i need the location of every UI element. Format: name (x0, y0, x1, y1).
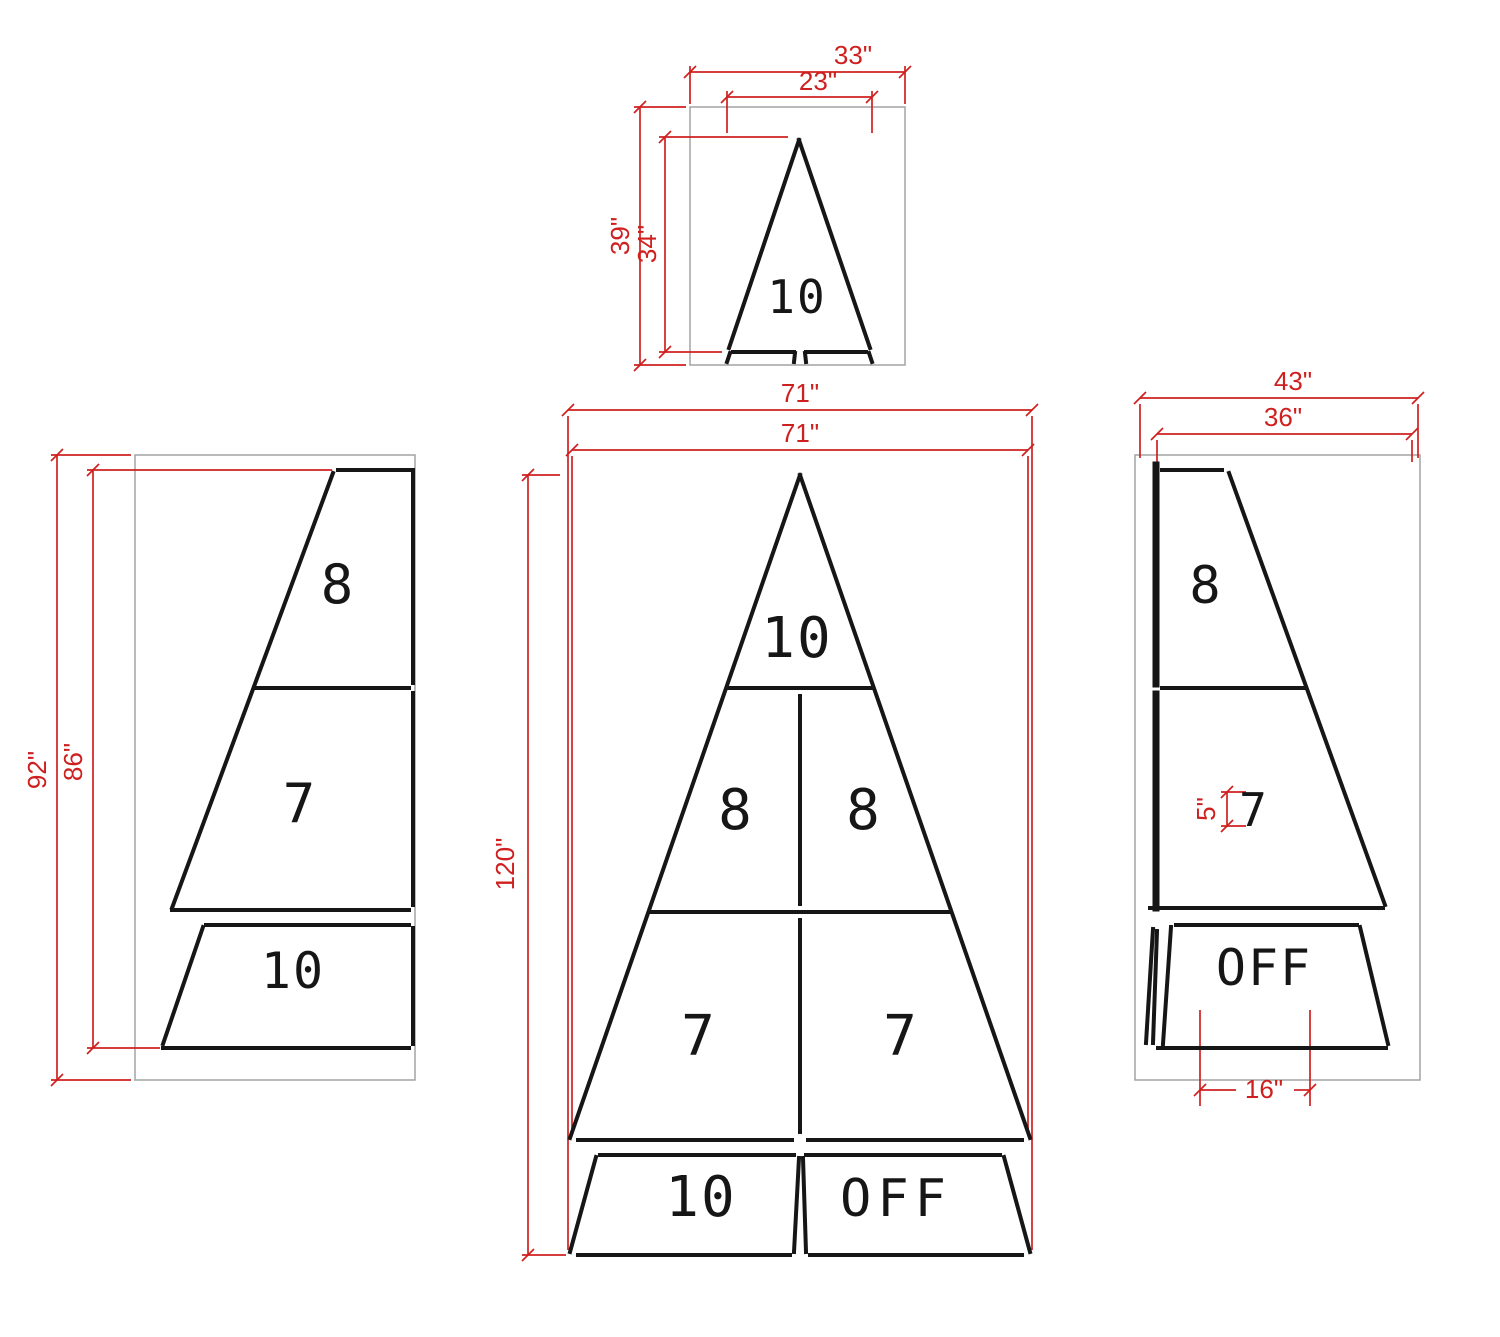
dim-label-top-width: 71" (781, 378, 819, 408)
dimension-annotations: 92" 86" (22, 448, 332, 1087)
dim-tick (1150, 427, 1164, 441)
score-label-8: 8 (1189, 556, 1226, 616)
dim-label-outer-width: 33" (834, 40, 872, 70)
score-label-7-left: 7 (681, 1004, 717, 1069)
dim-tick (1411, 391, 1425, 405)
trapezoid-center-notch (800, 1155, 809, 1255)
score-label-7: 7 (283, 772, 318, 835)
right-slant-edge (797, 472, 1033, 1141)
sheet-frame (1134, 454, 1421, 1081)
dim-tick (1193, 1083, 1207, 1097)
dimension-annotations: 43" 36" 5" 16" (1133, 366, 1425, 1106)
dim-tick (561, 403, 575, 417)
dim-label-outer-width: 43" (1274, 366, 1312, 396)
bridge-mark (866, 350, 875, 365)
dim-label-outer-height: 39" (605, 217, 635, 255)
dim-label-base-width: 71" (781, 418, 819, 448)
sliver-piece-edge (1143, 926, 1156, 1046)
outer-slant-edge (169, 470, 336, 911)
dim-tick (1021, 443, 1035, 457)
dim-label-inner-width: 23" (799, 66, 837, 96)
score-label-10: 10 (767, 270, 826, 324)
score-label-7-right: 7 (883, 1004, 919, 1069)
score-label-off: OFF (1216, 939, 1312, 997)
score-label-8-left: 8 (718, 778, 754, 843)
dimension-annotations: 71" 71" 120" (490, 378, 1039, 1262)
left-slant-edge (567, 472, 803, 1141)
figure-small-top-triangle: 33" 23" 39" 34" (605, 40, 912, 372)
stencil-outline-left-half (160, 468, 415, 1050)
score-label-10-base: 10 (665, 1165, 736, 1230)
dim-tick (1025, 403, 1039, 417)
dimension-annotations: 33" 23" 39" 34" (605, 40, 912, 372)
trapezoid-left-edge (1160, 924, 1174, 1047)
dim-label-height: 120" (490, 838, 520, 891)
score-label-7: 7 (1239, 783, 1269, 837)
bridge-mark (802, 350, 809, 365)
dim-label-inner-height: 86" (58, 743, 88, 781)
stencil-outline-right-half (1143, 461, 1391, 1050)
score-label-off: OFF (840, 1169, 952, 1229)
figure-left-half-tree: 92" 86" 8 7 10 (22, 448, 416, 1087)
stencil-outline-full-tree (567, 472, 1033, 1257)
dim-tick (1303, 1083, 1317, 1097)
trapezoid-slant-edge (1357, 924, 1391, 1047)
dim-tick (1133, 391, 1147, 405)
dim-tick (1405, 427, 1419, 441)
left-slant-edge (726, 137, 802, 351)
figure-center-full-tree: 71" 71" 120" (490, 378, 1039, 1262)
dim-tick (565, 443, 579, 457)
trapezoid-center-notch (791, 1155, 802, 1255)
score-label-8: 8 (321, 553, 356, 616)
bridge-mark (724, 350, 733, 365)
trapezoid-right-slant (1001, 1154, 1033, 1255)
trapezoid-left-slant (567, 1154, 599, 1255)
stencil-outline-10-triangle (724, 137, 875, 365)
dim-label-off-width: 16" (1245, 1074, 1283, 1104)
dim-label-inner-height: 34" (632, 225, 662, 263)
figure-right-half-tree: 43" 36" 5" 16" (1133, 366, 1425, 1106)
score-label-10: 10 (761, 606, 832, 671)
right-slant-edge (796, 137, 873, 351)
score-label-10: 10 (261, 942, 325, 1000)
score-label-8-right: 8 (846, 778, 882, 843)
dim-label-glyph-height: 5" (1191, 797, 1221, 821)
trapezoid-slant-edge (160, 924, 206, 1047)
dim-label-inner-width: 36" (1264, 402, 1302, 432)
dim-label-outer-height: 92" (22, 751, 52, 789)
bridge-mark (791, 350, 798, 365)
sliver-piece-edge (1150, 928, 1160, 1046)
sheet-frame (689, 106, 906, 366)
